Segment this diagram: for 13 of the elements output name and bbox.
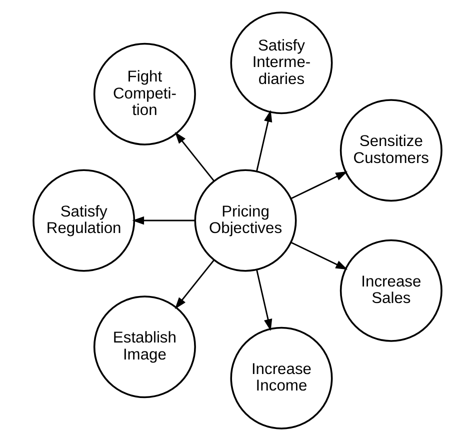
node-circle: Pricing Objectives	[194, 169, 296, 272]
arrow	[290, 242, 348, 270]
arrow	[256, 270, 272, 331]
arrow	[290, 171, 348, 200]
node-circle: Sensitize Customers	[339, 99, 442, 202]
arrow	[256, 110, 272, 172]
arrow	[132, 216, 194, 225]
arrow	[174, 132, 214, 182]
node-circle: Increase Income	[230, 326, 332, 430]
arrow	[174, 260, 214, 310]
node-circle: Satisfy Regulation	[32, 169, 135, 272]
node-circle: Increase Sales	[339, 239, 442, 342]
node-circle: Satisfy Interme- diaries	[230, 12, 332, 114]
